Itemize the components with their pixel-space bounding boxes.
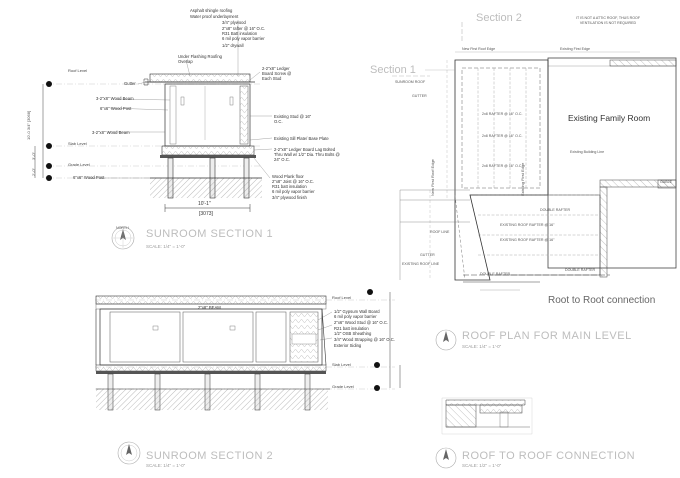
flashing-note-1: Under Flashing Roofing (178, 54, 222, 59)
plan-label-double-rafter-1: DOUBLE RAFTER (540, 208, 571, 212)
plan-section-2-label: Section 2 (476, 12, 522, 24)
s2-level-roof: Roof Level (332, 295, 352, 300)
s1-dimension: 10'-1" (198, 201, 211, 207)
plan-label-existing-rafter-1: EXISTING ROOF RAFTER @ 16" (500, 223, 555, 227)
roof-note-4: 2"x8" rafter @ 16" O.C. (222, 26, 266, 31)
section-2-title: SUNROOM SECTION 2 (146, 450, 274, 462)
plan-section-1-label: Section 1 (370, 64, 416, 76)
roof-plan-scale: SCALE: 1/4" = 1'-0" (462, 344, 502, 349)
roof-note-1: Asphalt shingle roofing (190, 8, 233, 13)
connection-detail-drawing (441, 397, 533, 435)
s2-note-6: 3/4" Wood Strapping @ 16" O.C. (334, 337, 395, 342)
plan-label-rafter-b: 2x8 RAFTER @ 16" O.C. (482, 134, 523, 138)
plan-new-roof-edge: New First Roof Edge (462, 47, 496, 51)
ledger-bolted-1: 2-2"x8" Ledger Board Lag Bolted (274, 147, 336, 152)
connection-scale: SCALE: 1/2" = 1'-0" (462, 463, 502, 468)
plan-label-sunroom-roof: SUNROOM ROOF (395, 80, 426, 84)
root-to-root-label: Root to Root connection (548, 295, 656, 306)
s1-level-roof: Roof Level (68, 68, 88, 73)
floor-note-1: Wood Plank floor (272, 174, 304, 179)
s1-dimension-metric: [3073] (199, 211, 213, 217)
beam-top-note: 3-2"x8" Wood Beam (96, 96, 134, 101)
plan-label-existing-roof-line: EXISTING ROOF LINE (402, 262, 440, 266)
s2-note-3: 2"x6" Wood Stud @ 16" O.C. (334, 320, 389, 325)
section-2-scale: SCALE: 1/4" = 1'-0" (146, 463, 186, 468)
ledger-note-3: Each Stud (262, 76, 282, 81)
plan-label-gutter-2: GUTTER (420, 253, 435, 257)
plan-label-roof-line: ROOF LINE (430, 230, 450, 234)
north-arrow-3 (435, 329, 457, 351)
flashing-note-2: Overlap (178, 59, 193, 64)
existing-stud-note-1: Existing Stud @ 16" (274, 114, 312, 119)
north-arrow-2 (117, 441, 141, 465)
plan-label-gutter: GUTTER (412, 94, 427, 98)
plan-new-edge-vertical: New First Roof Edge (430, 159, 435, 196)
s2-top-label: 2"x8" BEAM (198, 305, 221, 310)
ledger-note-1: 2-2"x8" Ledger (262, 66, 290, 71)
ledger-bolted-3: 24" O.C. (274, 157, 290, 162)
section-1-drawing (34, 20, 273, 212)
plan-existing-roof-edge: Existing First Edge (560, 47, 590, 51)
s2-note-7: Exterior Siding (334, 343, 362, 348)
north-label-1: NORTH (116, 226, 129, 230)
post-base-note: 6"x6" Wood Post (73, 175, 105, 180)
existing-stud-note-2: O.C. (274, 119, 283, 124)
plan-existing-edge-vertical: Existing First Edge (520, 162, 525, 196)
ledger-bolted-2: Thru Wall w/ 1/2" Dia. Thru Bolts @ (274, 152, 340, 157)
roof-note-5: R31 Batt insulation (222, 31, 258, 36)
plan-label-existing-rafter-2: EXISTING ROOF RAFTER @ 16" (500, 238, 555, 242)
floor-note-4: 6 mil poly vapor barrier (272, 189, 315, 194)
s1-height-small: 2'-0" (31, 168, 36, 176)
north-arrow-1 (111, 226, 135, 250)
floor-note-3: R31 batt insulation (272, 184, 307, 189)
floor-note-2: 2"x8" Joist @ 16" O.C. (272, 179, 314, 184)
attic-note-2: VENTILATION IS NOT REQUIRED (579, 21, 637, 25)
floor-note-5: 3/4" plywood finish (272, 195, 307, 200)
roof-plan-drawing (392, 22, 677, 291)
s2-note-4: R21 batt insulation (334, 326, 369, 331)
s2-note-2: 6 mil poly vapor barrier (334, 314, 377, 319)
section-2-drawing (95, 289, 401, 411)
roof-note-3: 3/4" plywood (222, 20, 246, 25)
plan-label-building-line: Existing Building Line (570, 150, 605, 154)
roof-plan-title: ROOF PLAN FOR MAIN LEVEL (462, 330, 632, 342)
s1-level-grade: Grade Level (68, 162, 90, 167)
plan-label-double-rafter-3: DOUBLE RAFTER (480, 272, 511, 276)
s1-height-small2: 3'-0" (31, 152, 36, 160)
plan-label-gable: GABLE (660, 180, 672, 184)
post-note: 6"x6" Wood Post (100, 106, 132, 111)
north-arrow-4 (435, 447, 457, 469)
attic-note-1: IT IS NOT A ATTIC ROOF, THUS ROOF (575, 16, 641, 20)
gutter-note: Gutter (124, 81, 136, 86)
s1-height-dim: 10'-0 3/4" [3068] (26, 110, 31, 140)
plan-label-double-rafter-2: DOUBLE RAFTER (565, 268, 596, 272)
roof-note-7: 1/2" drywall (222, 43, 244, 48)
plan-label-rafter-a: 2x8 RAFTER @ 16" O.C. (482, 112, 523, 116)
s2-level-grade: Grade Level (332, 384, 354, 389)
connection-title: ROOF TO ROOF CONNECTION (462, 450, 636, 462)
sill-note: Existing Sill Plate/ Base Plate (274, 136, 329, 141)
section-1-scale: SCALE: 1/4" = 1'-0" (146, 244, 186, 249)
section-1-title: SUNROOM SECTION 1 (146, 228, 274, 240)
existing-family-room-label: Existing Family Room (568, 113, 651, 123)
plan-label-rafter-c: 2x8 RAFTER @ 16" O.C. (482, 164, 523, 168)
s1-level-slab: Slab Level (68, 141, 87, 146)
roof-note-2: Water proof underlayment (190, 14, 239, 19)
s2-note-1: 1/2" Gypsum Wall Board (334, 309, 380, 314)
beam-mid-note: 3-2"x8" Wood Beam (92, 130, 130, 135)
ledger-note-2: Board Screw @ (262, 71, 292, 76)
roof-note-6: 6 mil poly vapor barrier (222, 36, 265, 41)
s2-level-slab: Slab Level (332, 362, 351, 367)
s2-note-5: 1/2" OSB Sheathing (334, 331, 372, 336)
